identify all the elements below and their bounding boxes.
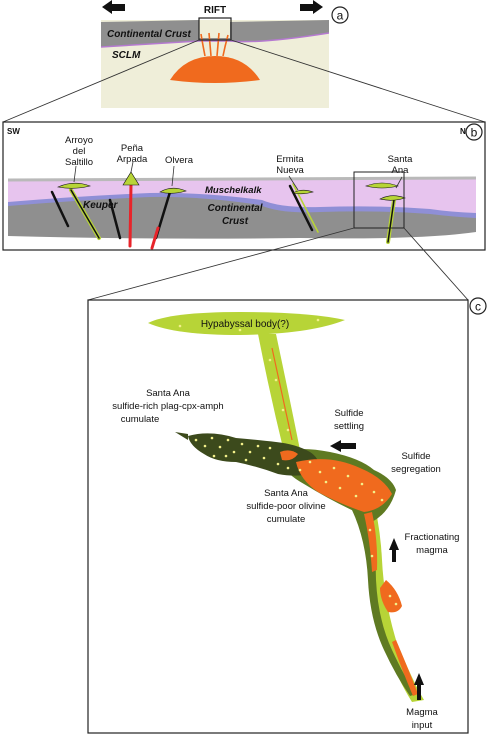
olvera-label: Olvera [165,155,194,166]
sulfide-poor-label-1: Santa Ana [264,488,309,499]
cumulate-crystals [178,318,398,606]
arroyo-label-3: Saltillo [65,157,93,168]
feeder-sulfide-streak [271,347,293,441]
santa-ana-label-2: Ana [392,165,410,176]
zoom-lines-a-b [2,39,486,123]
sw-label: SW [7,127,20,136]
magma-input-label-2: input [412,720,433,731]
sills [56,171,406,201]
panel-c-marker [469,297,487,315]
rift-label: RIFT [204,5,226,16]
sulfide-settling-label-1: Sulfide [334,408,363,419]
crust-label-2: Crust [222,216,249,227]
sulfide-segregation-label-1: Sulfide [401,451,430,462]
arroyo-label-2: del [73,146,86,157]
olivine-conduit-rim [352,505,416,696]
sulfide-segregation-label-2: segregation [391,464,441,475]
magma-input-arrow-icon [414,673,424,700]
extension-arrow-left-icon [102,0,125,14]
keuper-label: Keuper [83,200,119,211]
melt-zone [170,56,260,83]
arroyo-label-1: Arroyo [65,135,93,146]
zoom-lines-b-c [87,227,469,301]
magma-input-label-1: Magma [406,707,438,718]
settling-arrow-icon [330,440,356,452]
plag-cpx-amph-cumulate-body [188,433,319,476]
santa-ana-label-1: Santa [388,154,414,165]
ermita-nueva-label-2: Nueva [276,165,304,176]
panel-b-marker [465,123,483,141]
sulfide-poor-label-2: sulfide-poor olivine [246,501,325,512]
rift-box [198,17,232,41]
panel-c-marker-text: c [475,300,481,314]
sulfide-rich-label-2: sulfide-rich plag-cpx-amph [112,401,223,412]
faults [50,182,396,250]
hypabyssal-body [148,312,345,335]
fractionation-arrow-icon [389,538,399,562]
fractionating-magma-label-2: magma [416,545,448,556]
sulfide-settling-label-2: settling [334,421,364,432]
ermita-nueva-label-1: Ermita [276,154,304,165]
melt-conduits [200,32,229,57]
sulfide-poor-label-3: cumulate [267,514,306,525]
hypabyssal-label: Hypabyssal body(?) [201,319,289,330]
crust-label-1: Continental [208,203,263,214]
panel-b: SW NE Arroyo del Saltillo Peña Arpada Ol… [2,121,486,251]
santa-ana-zoom-box [353,171,405,229]
panel-a: RIFT Continental Crust SCLM a [101,0,349,108]
panel-b-marker-text: b [471,126,478,140]
pena-arpada-label-1: Peña [121,143,144,154]
sclm-label: SCLM [112,50,141,61]
extension-arrow-right-icon [300,0,323,14]
sulfide-rich-label-3: cumulate [121,414,160,425]
pena-arpada-label-2: Arpada [117,154,148,165]
continental-crust-label: Continental Crust [107,29,192,40]
panel-c: Hypabyssal body(?) Santa Ana sulfide-ric… [87,297,487,734]
panel-a-marker [331,6,349,24]
feeder-dyke [258,334,300,452]
fractionating-magma-label-1: Fractionating [405,532,460,543]
muschelkalk-label: Muschelkalk [205,185,262,196]
keuper-layer [8,178,476,213]
sulfide-rich-label-1: Santa Ana [146,388,191,399]
locality-leaders [73,161,403,191]
panel-a-marker-text: a [337,9,344,23]
